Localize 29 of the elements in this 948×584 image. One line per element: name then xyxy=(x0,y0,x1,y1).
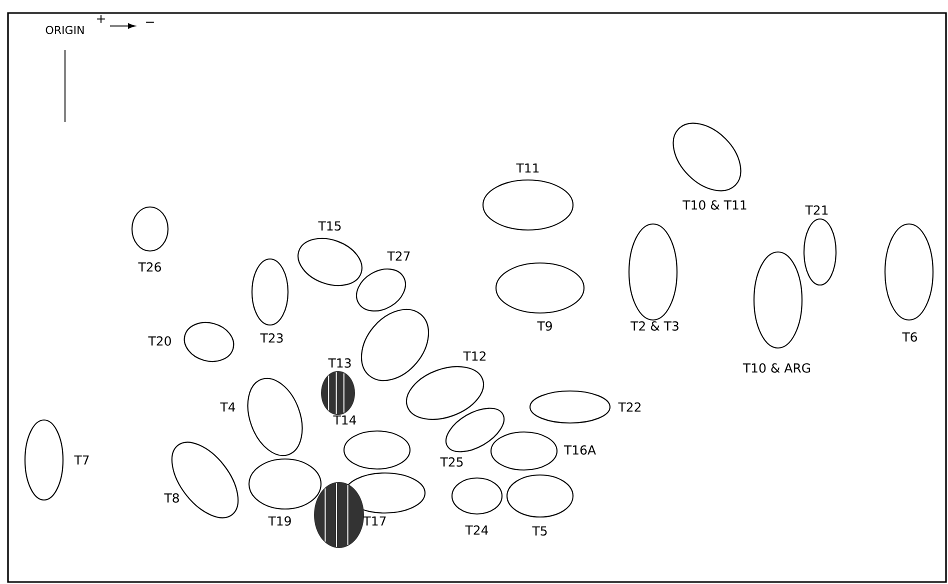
spot-label: T21 xyxy=(805,205,828,215)
spot-label: T20 xyxy=(148,336,171,346)
spot-label: T5 xyxy=(532,526,547,536)
spot-label: T9 xyxy=(537,321,552,331)
spot-label: T19 xyxy=(268,516,291,526)
spot-label: T14 xyxy=(333,415,356,425)
spot-label: T6 xyxy=(902,332,918,342)
spot-label: T24 xyxy=(465,525,488,535)
spot-label: T10 & ARG xyxy=(742,363,810,373)
spot-label: T7 xyxy=(74,455,89,465)
origin-label: ORIGIN xyxy=(46,26,84,34)
spot-label: T8 xyxy=(164,493,179,503)
spot-label: T23 xyxy=(260,333,283,343)
spot-outline xyxy=(361,308,430,382)
spot-label: T16A xyxy=(564,445,596,455)
spot-label: T25 xyxy=(440,457,463,467)
spot-label: T11 xyxy=(516,163,539,173)
spot-label: T27 xyxy=(387,251,410,261)
spot-label: T2 & T3 xyxy=(630,321,678,331)
spot-label: T12 xyxy=(463,351,486,361)
spot-label: T4 xyxy=(220,402,236,412)
origin-label: + xyxy=(97,15,105,23)
spot-label: T10 & T11 xyxy=(682,200,746,210)
spot-label: T22 xyxy=(618,402,641,412)
spot-label: T26 xyxy=(138,262,161,272)
spot-label: T13 xyxy=(328,358,351,368)
spot-label: T17 xyxy=(363,516,386,526)
origin-label: − xyxy=(146,22,154,23)
spot-label: T15 xyxy=(318,221,341,231)
